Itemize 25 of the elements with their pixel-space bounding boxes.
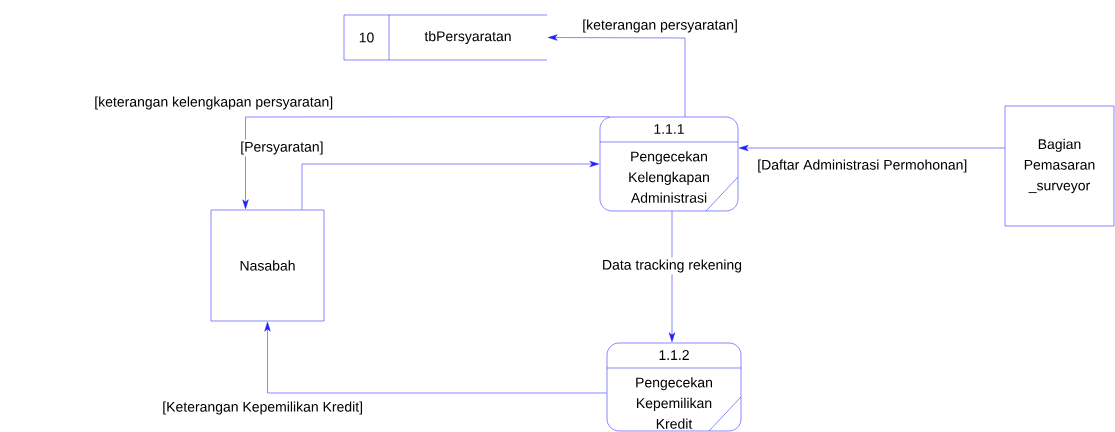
process-box xyxy=(599,116,739,212)
arrow xyxy=(547,34,686,117)
arrow xyxy=(301,160,600,210)
edge-label: [Daftar Administrasi Permohonan] xyxy=(755,157,970,175)
process-number: 1.1.1 xyxy=(654,124,684,134)
entity-label: Bagian Pemasaran _surveyor xyxy=(1024,138,1095,194)
arrow xyxy=(668,211,676,343)
edge-label: [keterangan kelengkapan persyaratan] xyxy=(92,94,336,112)
edge-label: [Keterangan Kepemilikan Kredit] xyxy=(160,399,366,417)
arrow xyxy=(738,144,1005,152)
edge-label: Data tracking rekening xyxy=(599,257,745,275)
process-label: Pengecekan Kelengkapan Administrasi xyxy=(629,151,709,203)
store-number: 10 xyxy=(359,32,374,43)
entity-label: Nasabah xyxy=(240,260,295,271)
process-number: 1.1.2 xyxy=(659,350,689,360)
edge-label: [keterangan persyaratan] xyxy=(580,17,740,35)
process-label: Pengecekan Kepemilikan Kredit xyxy=(636,377,712,429)
external-entity-box xyxy=(1004,105,1115,227)
data-store xyxy=(343,14,548,61)
process-box xyxy=(606,342,742,432)
arrow xyxy=(264,321,607,394)
store-name: tbPersyaratan xyxy=(424,31,511,45)
external-entity-box xyxy=(210,209,325,322)
arrow xyxy=(242,116,610,210)
edge-label: [Persyaratan] xyxy=(238,139,326,157)
